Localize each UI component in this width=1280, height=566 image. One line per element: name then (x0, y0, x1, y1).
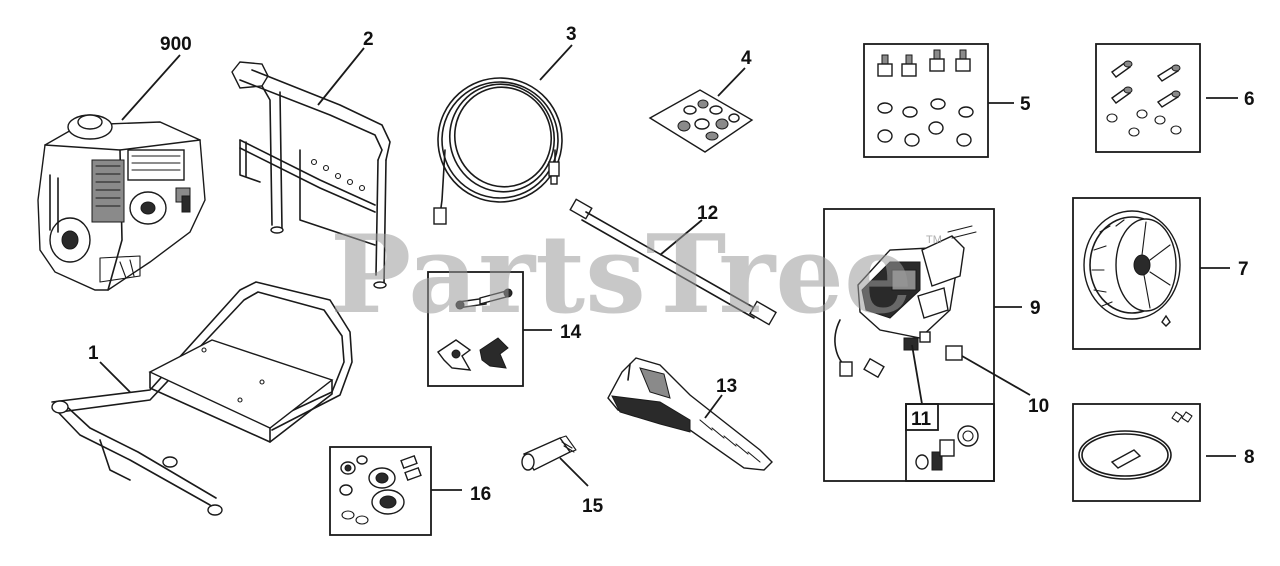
callout-8: 8 (1244, 447, 1255, 468)
callout-15: 15 (582, 496, 604, 517)
callout-3: 3 (566, 24, 577, 45)
base-frame-drawing (51, 281, 353, 516)
spray-gun-drawing (607, 357, 773, 471)
kit-box-16 (329, 446, 432, 536)
callout-13: 13 (716, 376, 737, 397)
callout-12: 12 (697, 203, 718, 224)
callout-7: 7 (1238, 259, 1249, 280)
callout-5: 5 (1020, 94, 1031, 115)
callout-14: 14 (560, 322, 582, 343)
watermark-trademark: TM (926, 234, 942, 246)
callout-900: 900 (160, 34, 192, 55)
belt-drawing (1078, 411, 1193, 480)
callout-10: 10 (1028, 396, 1049, 417)
kit-box-8 (1072, 403, 1201, 502)
callout-11: 11 (911, 409, 932, 430)
hardware-bag-drawing (648, 89, 754, 153)
pump-drawing (834, 225, 977, 379)
callout-2: 2 (363, 29, 374, 50)
engine-drawing (37, 114, 206, 291)
fasteners-6-drawing (1106, 60, 1182, 137)
callout-4: 4 (741, 48, 752, 69)
kit-box-5 (863, 43, 989, 158)
callout-1: 1 (88, 343, 99, 364)
spray-wand-drawing (569, 198, 777, 326)
handle-drawing (231, 61, 391, 289)
hose-drawing (433, 77, 563, 225)
callout-9: 9 (1030, 298, 1041, 319)
callout-6: 6 (1244, 89, 1255, 110)
kit-box-11 (905, 403, 995, 482)
fasteners-5-drawing (877, 49, 974, 147)
callout-16: 16 (470, 484, 491, 505)
kit-box-7 (1072, 197, 1201, 350)
fittings-11-drawing (915, 425, 979, 471)
watermark-text: PartsTree (330, 212, 913, 338)
knobs-14-drawing (436, 288, 513, 371)
kit-box-6 (1095, 43, 1201, 153)
kit-box-14 (427, 271, 524, 387)
wheel-drawing (1083, 210, 1181, 327)
nozzle-drawing (521, 435, 577, 471)
bearings-16-drawing (339, 454, 422, 525)
